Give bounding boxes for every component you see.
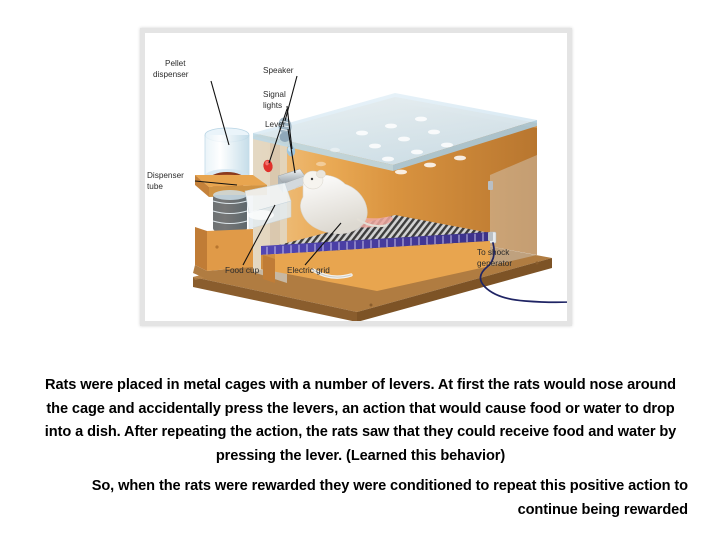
rat-illustration <box>293 169 393 234</box>
skinner-box-illustration: Pellet dispenser Dispenser tube Speaker … <box>147 59 567 321</box>
dispenser-pedestal <box>193 227 253 279</box>
cage-front-glass <box>488 155 537 266</box>
diagram-labels: Pellet dispenser Dispenser tube Speaker … <box>147 59 512 275</box>
leader-signal-light-blue <box>286 105 293 150</box>
label-lever: Lever <box>265 120 286 129</box>
leader-food-cup <box>242 204 276 266</box>
label-signal-lights-line2: lights <box>263 101 282 110</box>
leader-pellet-dispenser <box>210 80 230 146</box>
leader-lever <box>287 128 296 174</box>
label-shock-generator-line2: generator <box>477 259 512 268</box>
caption-paragraph-2: So, when the rats were rewarded they wer… <box>91 478 688 518</box>
leader-dispenser-tube <box>194 180 238 186</box>
label-dispenser-tube-line1: Dispenser <box>147 171 184 180</box>
label-electric-grid: Electric grid <box>287 266 330 275</box>
chamber-support <box>263 255 275 283</box>
label-food-cup: Food cup <box>225 266 260 275</box>
caption-paragraph-1: Rats were placed in metal cages with a n… <box>44 377 677 464</box>
label-pellet-dispenser-line1: Pellet <box>165 59 186 68</box>
label-signal-lights-line1: Signal <box>263 90 286 99</box>
shock-wire <box>479 242 567 304</box>
label-shock-generator-line1: To shock <box>477 248 510 257</box>
label-speaker: Speaker <box>263 66 294 75</box>
leader-speaker <box>284 75 298 122</box>
figure-frame: Pellet dispenser Dispenser tube Speaker … <box>140 28 572 326</box>
leader-signal-light-red <box>268 108 288 164</box>
label-dispenser-tube-line2: tube <box>147 182 163 191</box>
dispenser-tube <box>212 190 248 231</box>
label-pellet-dispenser-line2: dispenser <box>153 70 189 79</box>
cage-ceiling <box>253 93 537 175</box>
ventilation-holes <box>316 116 466 175</box>
leader-electric-grid <box>304 222 342 266</box>
figure-image: Pellet dispenser Dispenser tube Speaker … <box>145 33 567 321</box>
caption-block: Rats were placed in metal cages with a n… <box>33 374 688 522</box>
